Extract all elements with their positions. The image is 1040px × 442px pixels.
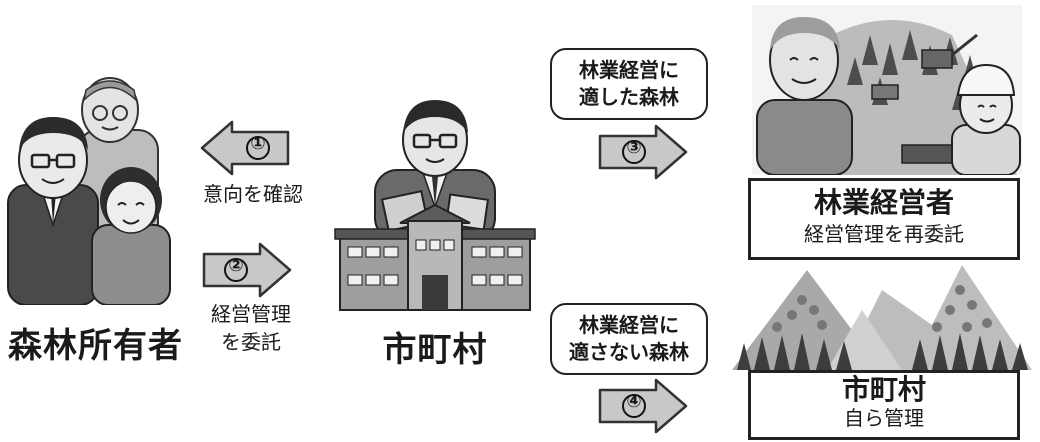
forestry-operators-illustration [752,5,1022,175]
municipality-label: 市町村 [382,330,488,370]
forest-owners-illustration [7,77,171,305]
suitable-forest-line2: 適した森林 [579,85,679,109]
self-manage-box: 市町村 自ら管理 [748,370,1020,440]
operator-box: 林業経営者 経営管理を再委託 [748,178,1020,260]
owner-label: 森林所有者 [8,326,183,366]
arrow-3-number: ③ [626,137,642,158]
suitable-forest-badge: 林業経営に 適した森林 [550,48,708,120]
operator-box-title: 林業経営者 [813,186,954,219]
arrow-2-caption: 経営管理 を委託 [196,300,306,356]
municipality-illustration [334,100,536,311]
suitable-forest-line1: 林業経営に [579,58,679,82]
arrow-1-number: ① [250,133,266,154]
operator-box-subtitle: 経営管理を再委託 [804,222,964,246]
arrow-2-right [202,242,292,298]
arrow-4-number: ④ [626,391,642,412]
mountain-forest-illustration [732,265,1032,370]
arrow-3-right [598,124,688,180]
arrow-1-caption: 意向を確認 [203,182,303,206]
unsuitable-forest-line2: 適さない森林 [569,340,689,364]
unsuitable-forest-line1: 林業経営に [579,313,679,337]
self-manage-box-subtitle: 自ら管理 [844,406,924,430]
arrow-4-right [598,378,688,434]
arrow-1-left [200,120,290,176]
arrow-2-caption-line2: を委託 [221,330,281,354]
self-manage-box-title: 市町村 [841,373,926,406]
arrow-2-number: ② [228,255,244,276]
arrow-2-caption-line1: 経営管理 [211,302,291,326]
unsuitable-forest-badge: 林業経営に 適さない森林 [550,303,708,375]
